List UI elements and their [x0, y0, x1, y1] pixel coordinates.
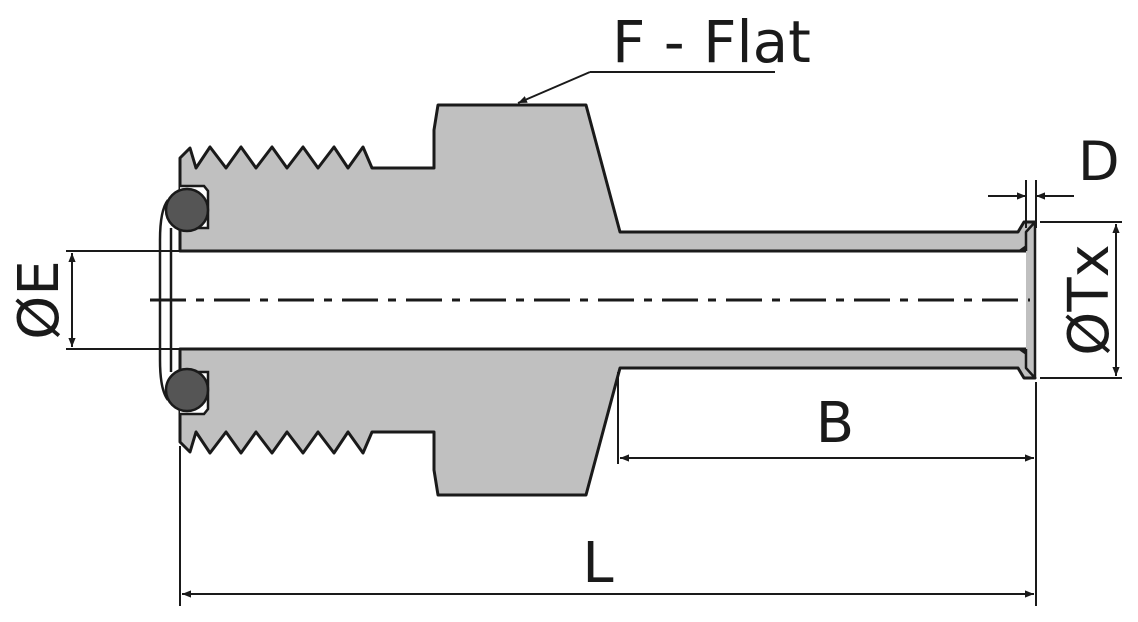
tx-label: ØTx [1057, 244, 1122, 355]
fitting-body-lower [178, 347, 1037, 497]
flat-label: F - Flat [612, 8, 811, 76]
fitting-body-upper [178, 103, 1037, 253]
b-label: B [816, 391, 854, 456]
flat-leader-line [517, 71, 591, 104]
oring-lower-icon [164, 367, 210, 413]
l-label: L [582, 531, 613, 596]
oring-upper-icon [164, 187, 210, 233]
d-label: D [1078, 130, 1120, 193]
e-label: ØE [7, 260, 72, 339]
tube-end-lip [1024, 220, 1037, 380]
